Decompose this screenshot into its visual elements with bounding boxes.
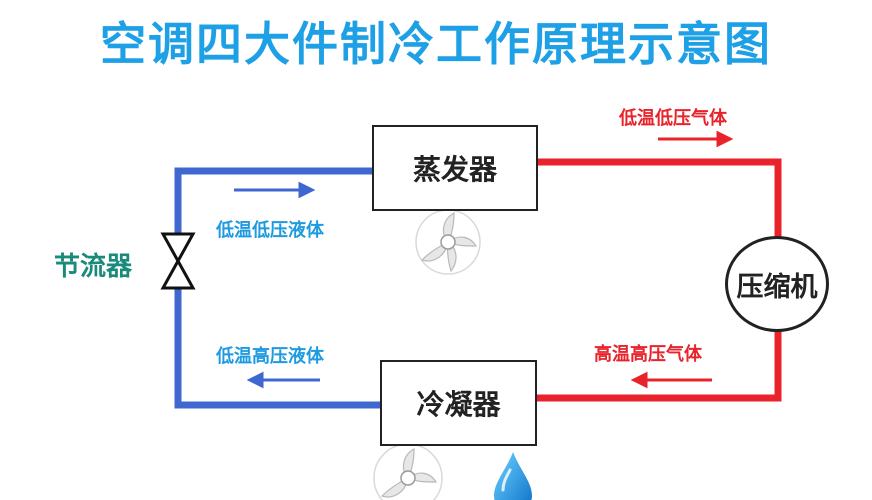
evaporator-label: 蒸发器 xyxy=(412,153,497,186)
flow-arrow-gas-high xyxy=(630,371,712,389)
throttle-label: 节流器 xyxy=(54,252,133,282)
state-low-temp-low-pressure-gas: 低温低压气体 xyxy=(619,108,727,129)
compressor-circle: 压缩机 xyxy=(725,236,829,332)
water-drop-icon xyxy=(494,452,532,500)
flow-arrow-liquid-high xyxy=(246,371,320,389)
fan-icon xyxy=(373,443,443,500)
compressor-label: 压缩机 xyxy=(736,271,818,303)
hot-pipe xyxy=(537,158,782,402)
cold-pipe xyxy=(174,167,380,409)
condenser-box: 冷凝器 xyxy=(380,360,537,446)
state-low-temp-high-pressure-liquid: 低温高压液体 xyxy=(216,346,324,367)
evaporator-box: 蒸发器 xyxy=(372,125,538,211)
valve-icon xyxy=(160,232,196,290)
flow-arrow-liquid-low xyxy=(234,181,316,199)
state-low-temp-low-pressure-liquid: 低温低压液体 xyxy=(216,220,324,241)
state-high-temp-high-pressure-gas: 高温高压气体 xyxy=(594,344,702,365)
page-title: 空调四大件制冷工作原理示意图 xyxy=(100,17,772,71)
fan-icon xyxy=(415,209,481,275)
condenser-label: 冷凝器 xyxy=(416,388,501,421)
flow-arrow-gas-low xyxy=(658,130,734,148)
